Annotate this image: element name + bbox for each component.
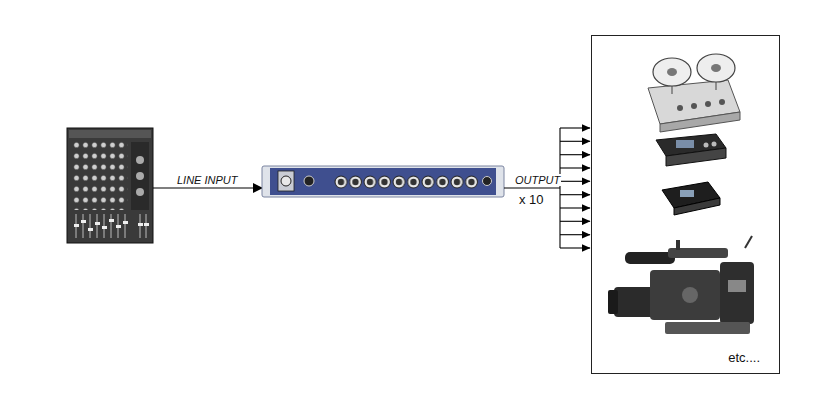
video-camera-image <box>608 236 754 334</box>
device-box: etc.... <box>591 35 780 374</box>
signal-label: OUTPUT <box>514 174 561 186</box>
input-arrow <box>153 187 262 188</box>
mixer-image <box>67 128 153 243</box>
count-label: x 10 <box>518 193 545 207</box>
signal-label: LINE INPUT <box>176 174 239 186</box>
splitter-image <box>262 166 504 197</box>
portable-recorder-image <box>662 182 720 215</box>
output-arrows <box>504 128 590 248</box>
note-text: etc.... <box>728 350 760 365</box>
tape-recorder-image <box>648 54 740 132</box>
field-recorder-image <box>656 134 726 166</box>
